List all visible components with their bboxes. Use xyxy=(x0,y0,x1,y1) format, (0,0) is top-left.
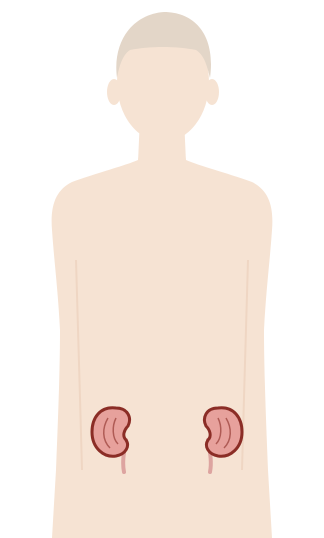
torso-silhouette xyxy=(52,148,273,538)
